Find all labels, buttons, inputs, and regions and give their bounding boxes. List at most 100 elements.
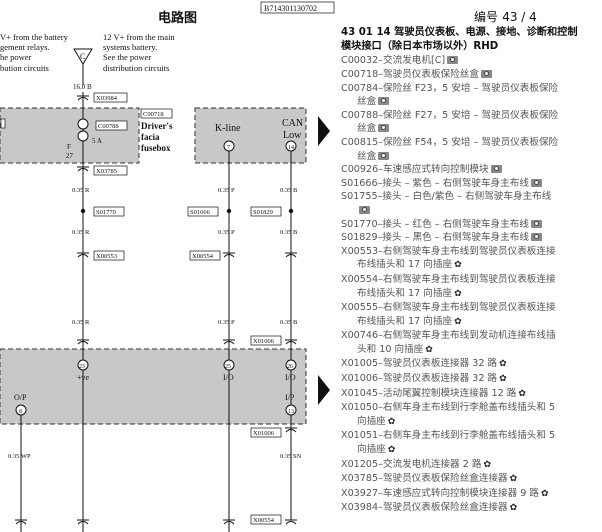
component-list-item[interactable]: C00784–保险丝 F23，5 安培 – 驾驶员仪表板保险 bbox=[341, 82, 599, 96]
component-list-item[interactable]: X01205–交流发电机连接器 2 路✿ bbox=[341, 458, 599, 473]
camera-icon[interactable] bbox=[530, 219, 542, 228]
component-list-item[interactable]: C00788–保险丝 F27，5 安培 – 驾驶员仪表板保险 bbox=[341, 109, 599, 123]
wire-r2: 0.35 R bbox=[72, 229, 90, 236]
component-list-item[interactable]: 丝盒 bbox=[341, 150, 599, 164]
component-list-text: 布线插头和 17 向插座 bbox=[357, 315, 453, 327]
center-note-4: distribution circuits bbox=[103, 63, 169, 73]
camera-icon[interactable] bbox=[359, 205, 370, 214]
component-list-item[interactable]: S01755–接头 – 白色/紫色 – 右侧驾驶车身主布线 bbox=[341, 190, 599, 204]
component-list-item[interactable]: C00718–驾驶员仪表板保险丝盒 bbox=[341, 68, 599, 82]
next-page-arrow-top[interactable] bbox=[318, 116, 330, 146]
component-list-item[interactable]: 布线插头和 17 向插座✿ bbox=[341, 287, 599, 302]
center-note-3: See the power bbox=[103, 52, 151, 62]
camera-icon[interactable] bbox=[378, 97, 390, 106]
connector-x03984-label: X03984 bbox=[96, 95, 118, 102]
connector-x00553-label: X00553 bbox=[96, 253, 117, 260]
component-list-text: X00746–右侧驾驶车身主布线到发动机连接布线插 bbox=[341, 330, 556, 342]
component-list-item[interactable]: S01770–接头 – 红色 – 右侧驾驶车身主布线 bbox=[341, 218, 599, 232]
connector-icon[interactable]: ✿ bbox=[425, 344, 433, 355]
connector-icon[interactable]: ✿ bbox=[499, 374, 507, 385]
wire-r3: 0.35 R bbox=[72, 319, 90, 326]
connector-icon[interactable]: ✿ bbox=[454, 316, 462, 327]
component-list-item[interactable]: 布线插头和 17 向插座✿ bbox=[341, 258, 599, 273]
component-list-text: C00815–保险丝 F54，5 安培 – 驾驶员仪表板保险 bbox=[341, 136, 559, 148]
camera-icon[interactable] bbox=[480, 70, 492, 78]
component-list-item[interactable]: X01006–驾驶员仪表板连接器 32 路✿ bbox=[341, 372, 599, 387]
camera-icon[interactable] bbox=[447, 56, 459, 65]
connector-icon[interactable]: ✿ bbox=[483, 459, 491, 470]
component-list-item[interactable]: X01005–驾驶员仪表板连接器 32 路✿ bbox=[341, 357, 599, 372]
connector-icon[interactable]: ✿ bbox=[541, 488, 549, 499]
can-label: CAN bbox=[282, 118, 303, 129]
fusebox-name-1: Driver's bbox=[141, 121, 173, 131]
center-note-2: systems battery. bbox=[103, 42, 157, 52]
next-page-arrow-bottom[interactable] bbox=[318, 375, 330, 405]
diagram-title: 电路图 bbox=[158, 10, 197, 26]
component-list-item[interactable]: 布线插头和 17 向插座✿ bbox=[341, 315, 599, 330]
camera-icon[interactable] bbox=[530, 233, 542, 242]
component-list-item[interactable]: X01050–右侧车身主布线到行李舱盖布线插头和 5 bbox=[341, 401, 599, 415]
component-list-item[interactable]: X01045–活动尾翼控制模块连接器 12 路✿ bbox=[341, 387, 599, 402]
doc-id-box bbox=[260, 1, 335, 14]
component-list-text: 丝盒 bbox=[357, 150, 377, 162]
can-low-label: Low bbox=[283, 130, 302, 141]
component-list-item[interactable]: C00926–车速感应式转向控制模块 bbox=[341, 163, 599, 177]
connector-icon[interactable]: ✿ bbox=[387, 416, 396, 427]
c-label: C bbox=[80, 52, 85, 61]
component-list-text: X00553–右侧驾驶车身主布线到驾驶员仪表板连接 bbox=[341, 245, 556, 257]
splice-s01770 bbox=[93, 206, 125, 217]
connector-icon[interactable]: ✿ bbox=[454, 288, 462, 299]
pin-kline-num: 7 bbox=[227, 145, 230, 151]
component-list-text: C00788–保险丝 F27，5 安培 – 驾驶员仪表板保险 bbox=[341, 109, 559, 121]
camera-icon[interactable] bbox=[378, 151, 390, 160]
component-list-text: 向插座 bbox=[357, 415, 386, 427]
component-list-item[interactable]: 丝盒 bbox=[341, 122, 599, 136]
camera-icon[interactable] bbox=[378, 124, 390, 133]
component-list-item[interactable]: C00815–保险丝 F54，5 安培 – 驾驶员仪表板保险 bbox=[341, 136, 599, 150]
wire-wp: 0.35 WP bbox=[8, 453, 31, 460]
page-label: 编号 bbox=[474, 10, 499, 24]
component-list-item[interactable]: 丝盒 bbox=[341, 95, 599, 109]
component-list-item[interactable]: X01051–右侧车身主布线到行李舱盖布线插头和 5 bbox=[341, 429, 599, 443]
connector-x03984 bbox=[93, 92, 128, 103]
splice-s01829 bbox=[250, 206, 282, 217]
component-list-item[interactable]: X00746–右侧驾驶车身主布线到发动机连接布线插 bbox=[341, 329, 599, 343]
connector-icon[interactable]: ✿ bbox=[509, 474, 518, 485]
component-list-item[interactable]: 向插座✿ bbox=[341, 415, 599, 430]
component-list-item[interactable]: X03927–车速感应式转向控制模块连接器 9 路✿ bbox=[341, 487, 599, 502]
wire-r1: 0.35 R bbox=[72, 187, 90, 194]
pin-26 bbox=[285, 359, 297, 371]
component-list-item[interactable] bbox=[341, 204, 599, 218]
fusebox-band bbox=[0, 107, 140, 164]
component-list-text: X01045–活动尾翼控制模块连接器 12 路 bbox=[341, 387, 517, 399]
component-list-item[interactable]: X00555–右侧驾驶车身主布线到驾驶员仪表板连接 bbox=[341, 301, 599, 315]
module-band-right bbox=[194, 107, 307, 164]
component-list-item[interactable]: S01829–接头 – 黑色 – 右侧驾驶车身主布线 bbox=[341, 231, 599, 245]
component-list-text: S01829–接头 – 黑色 – 右侧驾驶车身主布线 bbox=[341, 232, 529, 244]
camera-icon[interactable] bbox=[530, 178, 542, 187]
fuse-voltage: 16.0 B bbox=[73, 83, 92, 91]
component-list-item[interactable]: X00554–右侧驾驶车身主布线到驾驶员仪表板连接 bbox=[341, 273, 599, 287]
fuse-c00788-box bbox=[95, 120, 128, 131]
connector-icon[interactable]: ✿ bbox=[499, 359, 507, 370]
component-list-item[interactable]: C00032–交流发电机[C] bbox=[341, 54, 599, 68]
connector-icon[interactable]: ✿ bbox=[454, 260, 462, 271]
component-list-text: C00032–交流发电机[C] bbox=[341, 55, 446, 67]
left-note-1: V+ from the battery bbox=[0, 32, 69, 42]
pin-io1-label: I/O bbox=[223, 373, 234, 382]
connector-icon[interactable]: ✿ bbox=[387, 445, 396, 456]
component-list-item[interactable]: X00553–右侧驾驶车身主布线到驾驶员仪表板连接 bbox=[341, 245, 599, 259]
component-list-item[interactable]: 头和 10 向插座✿ bbox=[341, 343, 599, 358]
connector-x01006-b bbox=[250, 427, 282, 438]
pin-23 bbox=[77, 359, 89, 371]
component-list-item[interactable]: X03785–驾驶员仪表板保险丝盒连接器✿ bbox=[341, 472, 599, 487]
component-list-item[interactable]: X03984–驾驶员仪表板保险丝盒连接器✿ bbox=[341, 501, 599, 516]
component-list-item[interactable]: 向插座✿ bbox=[341, 443, 599, 458]
connector-x01006-a bbox=[250, 335, 282, 346]
kline-label: K-line bbox=[215, 123, 241, 134]
camera-icon[interactable] bbox=[490, 165, 502, 174]
connector-icon[interactable]: ✿ bbox=[518, 388, 526, 399]
connector-icon[interactable]: ✿ bbox=[509, 503, 518, 514]
fuse-f-label: F bbox=[67, 143, 71, 151]
component-list-item[interactable]: S01666–接头 – 紫色 – 右侧驾驶车身主布线 bbox=[341, 177, 599, 191]
